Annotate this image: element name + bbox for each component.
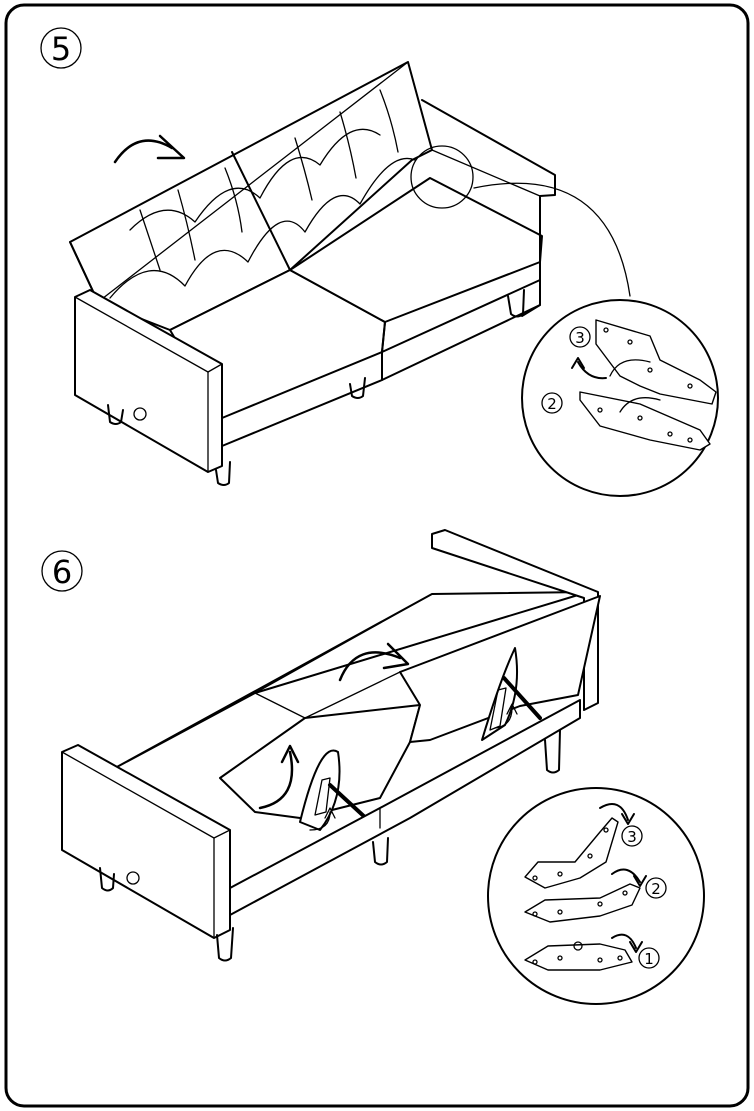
right-arm bbox=[431, 529, 599, 711]
leg bbox=[507, 289, 525, 318]
leg bbox=[349, 377, 366, 399]
leg bbox=[99, 867, 115, 892]
page-border bbox=[4, 3, 750, 1108]
detail-circle bbox=[487, 787, 705, 1005]
left-arm bbox=[74, 289, 223, 473]
sofa-upright bbox=[69, 61, 631, 486]
svg-text:3: 3 bbox=[575, 329, 585, 347]
step-5-number-circle bbox=[40, 27, 82, 69]
leg bbox=[216, 927, 234, 962]
magnify-marker bbox=[410, 145, 474, 209]
lift-arrow-icon bbox=[309, 811, 331, 831]
leg bbox=[107, 404, 124, 425]
callout-marker bbox=[638, 947, 660, 969]
backrest-split bbox=[231, 151, 291, 271]
leg bbox=[215, 461, 231, 486]
hinge-plate bbox=[524, 883, 641, 923]
arm-screw-hole bbox=[133, 407, 147, 421]
leg bbox=[372, 837, 389, 866]
curved-arrow-icon bbox=[599, 803, 629, 821]
hinge-plate bbox=[579, 391, 711, 451]
svg-text:2: 2 bbox=[651, 880, 661, 898]
hinge-plate bbox=[524, 943, 633, 971]
sofa-reclined bbox=[61, 529, 601, 962]
leg bbox=[544, 729, 561, 774]
left-arm bbox=[61, 744, 231, 939]
callout-marker bbox=[645, 877, 667, 899]
step-6-number: 6 bbox=[52, 553, 72, 591]
callout-marker bbox=[621, 825, 643, 847]
step-5-number: 5 bbox=[51, 30, 71, 68]
rotate-arrow-icon bbox=[338, 651, 402, 682]
support-rod bbox=[328, 783, 370, 822]
callout-marker bbox=[541, 392, 563, 414]
detail-circle bbox=[521, 299, 719, 497]
hinge-detail-step-5: 3 2 bbox=[521, 299, 719, 497]
step-6: 6 bbox=[41, 529, 705, 1005]
svg-text:3: 3 bbox=[627, 828, 637, 846]
arm-screw-hole bbox=[126, 871, 140, 885]
seat-panel-right bbox=[399, 595, 601, 743]
hinge-plate bbox=[595, 319, 717, 405]
right-arm bbox=[421, 99, 556, 317]
lift-arrow-icon bbox=[494, 707, 513, 729]
svg-text:1: 1 bbox=[644, 950, 654, 968]
callout-marker bbox=[569, 326, 591, 348]
curved-arrow-icon bbox=[611, 933, 637, 949]
step-6-number-circle bbox=[41, 550, 83, 592]
step-5: 5 bbox=[40, 27, 719, 497]
rotate-arrow-icon bbox=[113, 139, 174, 164]
curved-arrow-icon bbox=[611, 868, 641, 883]
svg-text:2: 2 bbox=[547, 395, 557, 413]
lift-arrow-icon bbox=[258, 750, 294, 810]
hinge-plate bbox=[524, 817, 619, 889]
support-rod bbox=[502, 676, 542, 720]
leader-line bbox=[473, 182, 631, 297]
hinge-detail-step-6: 3 2 1 bbox=[487, 787, 705, 1005]
curved-arrow-icon bbox=[577, 361, 607, 380]
